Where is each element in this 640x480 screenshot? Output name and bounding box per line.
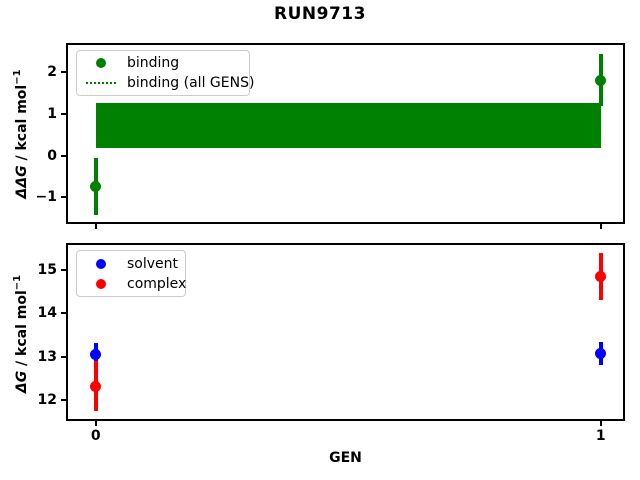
y-tick [61,355,66,358]
y-tick [61,196,66,199]
y-tick-label: 1 [47,105,57,122]
solvent-data-point [90,349,102,361]
ylabel-bottom-sup: −1 [12,274,24,291]
y-tick-label: 13 [37,348,57,365]
complex-marker-icon [96,278,106,289]
legend-item-solvent: solvent [83,254,179,273]
y-tick [61,70,66,73]
binding-all-gens-dotted-line-icon [86,81,116,84]
legend-label-solvent: solvent [127,255,179,272]
xlabel-gen: GEN [329,450,362,466]
legend-top: binding binding (all GENS) [76,50,254,96]
y-tick-label: 15 [37,262,57,278]
solvent-data-point [595,347,607,359]
complex-data-point [595,271,607,282]
x-tick-label: 0 [90,428,101,444]
y-tick [61,399,66,402]
y-tick-label: 0 [47,147,57,164]
complex-data-point [90,380,102,392]
y-tick-label: −1 [35,189,57,206]
y-tick-label: 12 [37,392,57,409]
x-tick [94,421,97,426]
legend-item-binding: binding [83,54,243,73]
ylabel-top-sup: −1 [12,69,24,85]
x-tick [94,224,97,229]
y-tick [61,112,66,115]
x-tick-label: 1 [595,428,606,444]
legend-label-binding-all-gens: binding (all GENS) [127,74,255,91]
ylabel-top-rest: / kcal mol [13,84,30,166]
ylabel-bottom: ΔG / kcal mol−1 [12,275,30,393]
binding-data-point [90,181,102,193]
legend-label-binding: binding [127,55,180,72]
solvent-marker-icon [96,258,106,269]
x-tick [599,224,602,229]
y-tick-label: 14 [37,305,57,322]
y-tick [61,312,66,315]
y-tick-label: 2 [47,63,57,80]
ylabel-bottom-rest: / kcal mol [13,290,30,371]
ylabel-top: ΔΔG / kcal mol−1 [12,69,30,198]
y-tick [61,154,66,157]
binding-data-point [595,74,607,86]
legend-item-complex: complex [83,274,186,293]
legend-bottom: solvent complex [76,250,186,297]
legend-label-complex: complex [127,275,187,292]
binding-marker-icon [96,58,106,69]
figure-title: RUN9713 [274,4,366,24]
y-tick [61,269,66,271]
ylabel-bottom-math: ΔG [13,370,30,394]
x-tick [599,421,602,426]
confidence-band-all-gens [95,103,601,148]
ylabel-top-math: ΔΔG [13,165,30,199]
legend-item-binding-all-gens: binding (all GENS) [83,73,254,92]
